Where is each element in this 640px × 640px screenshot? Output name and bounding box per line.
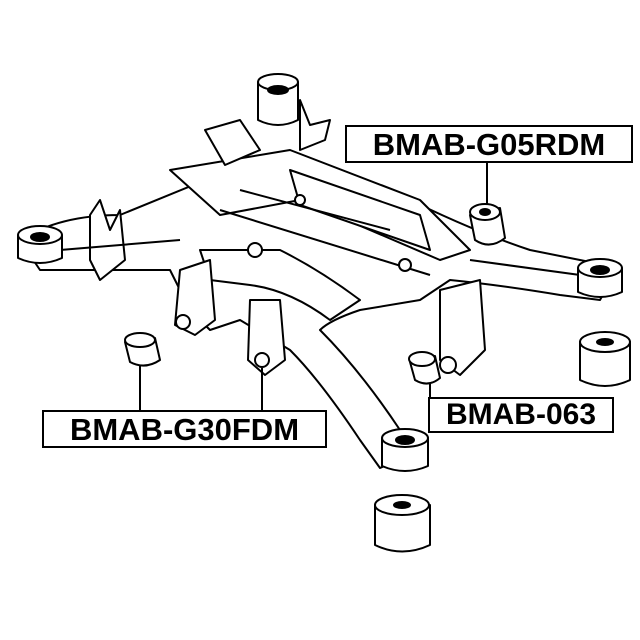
- frame-mount-right: [577, 258, 623, 298]
- label-bmab-g05rdm: BMAB-G05RDM: [345, 125, 633, 163]
- label-bmab-063: BMAB-063: [428, 397, 614, 433]
- bushing-g05rdm-part: [469, 203, 506, 246]
- mount-part-bottom: [374, 494, 431, 553]
- subframe: [19, 99, 613, 469]
- frame-mount-front: [381, 428, 429, 472]
- bushing-g30fdm-part: [124, 332, 161, 367]
- leader-lines: [139, 163, 488, 410]
- label-bmab-g30fdm: BMAB-G30FDM: [42, 410, 327, 448]
- bushing-063-part: [408, 351, 441, 385]
- frame-mount-top: [257, 73, 299, 126]
- mount-part-right: [579, 331, 631, 387]
- frame-mount-left: [17, 225, 63, 264]
